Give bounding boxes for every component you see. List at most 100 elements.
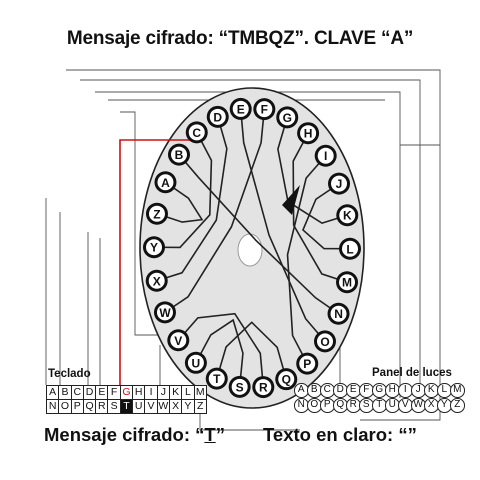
key-f[interactable]: F bbox=[107, 385, 121, 400]
frame-line bbox=[66, 69, 441, 421]
rotor-contact-r: R bbox=[252, 376, 275, 399]
rotor-wire bbox=[153, 131, 213, 249]
rotor-contact-s: S bbox=[228, 375, 251, 398]
rotor-contact-label: T bbox=[213, 372, 221, 386]
rotor-wire bbox=[178, 154, 339, 315]
lamp-p: P bbox=[320, 398, 335, 413]
rotor-contact-label: J bbox=[336, 177, 343, 191]
rotor-contact-label: F bbox=[261, 103, 268, 117]
rotor-contact-label: R bbox=[259, 381, 268, 395]
key-j[interactable]: J bbox=[156, 385, 170, 400]
rotor-contact-c: C bbox=[185, 121, 208, 144]
rotor-contact-label: Q bbox=[282, 373, 291, 387]
key-m[interactable]: M bbox=[193, 385, 207, 400]
direction-arrow bbox=[282, 185, 300, 215]
rotor-contact-label: G bbox=[283, 111, 292, 125]
rotor-wire bbox=[292, 132, 348, 283]
rotor-wire bbox=[156, 181, 204, 223]
key-n[interactable]: N bbox=[46, 399, 60, 414]
lamp-z: Z bbox=[450, 398, 465, 413]
rotor-contact-z: Z bbox=[145, 202, 168, 225]
key-w[interactable]: W bbox=[156, 399, 170, 414]
rotor-contact-label: U bbox=[192, 356, 201, 370]
keyboard-label: Teclado bbox=[48, 368, 91, 380]
rotor-contact-label: K bbox=[343, 209, 352, 223]
key-x[interactable]: X bbox=[168, 399, 183, 414]
rotor-contact-label: Y bbox=[150, 241, 158, 255]
rotor-contact-d: D bbox=[206, 105, 229, 128]
key-l[interactable]: L bbox=[181, 385, 195, 400]
frame-line bbox=[199, 410, 300, 431]
key-i[interactable]: I bbox=[144, 385, 158, 400]
lamp-t: T bbox=[372, 398, 387, 413]
key-t[interactable]: T bbox=[119, 399, 134, 414]
key-s[interactable]: S bbox=[107, 399, 121, 414]
cipher-message-label: Mensaje cifrado: “ bbox=[44, 424, 205, 445]
rotor-contact-x: X bbox=[145, 269, 168, 292]
frame-line bbox=[95, 91, 401, 398]
key-u[interactable]: U bbox=[132, 399, 146, 414]
rotor-contact-t: T bbox=[205, 367, 228, 390]
rotor-contact-label: N bbox=[334, 307, 343, 321]
rotor-contact-q: Q bbox=[275, 368, 298, 391]
rotor-wire bbox=[239, 108, 326, 342]
key-q[interactable]: Q bbox=[82, 399, 97, 414]
key-z[interactable]: Z bbox=[193, 399, 207, 414]
key-e[interactable]: E bbox=[95, 385, 109, 400]
rotor-wire bbox=[195, 318, 244, 387]
key-a[interactable]: A bbox=[46, 385, 60, 400]
key-h[interactable]: H bbox=[132, 385, 146, 400]
key-k[interactable]: K bbox=[168, 385, 183, 400]
lamp-m: M bbox=[450, 383, 465, 398]
rotor-contact-y: Y bbox=[143, 236, 166, 259]
rotor-contact-h: H bbox=[297, 122, 320, 145]
cipher-message-suffix: ” bbox=[215, 424, 225, 445]
rotor-contact-p: P bbox=[296, 352, 319, 375]
frame-line bbox=[80, 79, 421, 405]
rotor-wire bbox=[177, 312, 265, 388]
key-d[interactable]: D bbox=[82, 385, 97, 400]
key-p[interactable]: P bbox=[70, 399, 84, 414]
key-v[interactable]: V bbox=[144, 399, 158, 414]
key-o[interactable]: O bbox=[58, 399, 72, 414]
rotor-contact-m: M bbox=[336, 271, 359, 294]
rotor-contact-w: W bbox=[153, 301, 176, 324]
lamp-h: H bbox=[385, 383, 400, 398]
rotor-contact-f: F bbox=[253, 98, 276, 121]
rotor-wire bbox=[164, 109, 266, 314]
lamp-u: U bbox=[385, 398, 400, 413]
rotor-contact-label: X bbox=[153, 274, 161, 288]
cipher-message: Mensaje cifrado: “T” bbox=[44, 424, 225, 446]
rotor-contact-j: J bbox=[328, 172, 351, 195]
rotor-contact-v: V bbox=[167, 329, 190, 352]
rotor-contact-label: H bbox=[304, 127, 313, 141]
rotor-contact-label: P bbox=[303, 357, 311, 371]
rotor-contact-g: G bbox=[276, 106, 299, 129]
rotor-contact-label: W bbox=[159, 306, 171, 320]
rotor-contact-l: L bbox=[338, 237, 361, 260]
rotor-contact-label: L bbox=[346, 242, 353, 256]
rotor-contact-label: Z bbox=[153, 207, 160, 221]
rotor-contact-i: I bbox=[314, 144, 337, 167]
key-g[interactable]: G bbox=[119, 385, 134, 400]
rotor-contact-label: A bbox=[161, 176, 170, 190]
cipher-message-letter: T bbox=[204, 424, 216, 445]
rotor-contact-label: V bbox=[174, 334, 182, 348]
rotor-contact-label: O bbox=[320, 335, 329, 349]
key-r[interactable]: R bbox=[95, 399, 109, 414]
key-b[interactable]: B bbox=[58, 385, 72, 400]
rotor-contact-n: N bbox=[327, 302, 350, 325]
rotor-wire bbox=[286, 155, 327, 365]
key-c[interactable]: C bbox=[70, 385, 84, 400]
rotor-contact-e: E bbox=[229, 97, 252, 120]
key-y[interactable]: Y bbox=[181, 399, 195, 414]
rotor-wire bbox=[156, 116, 228, 282]
